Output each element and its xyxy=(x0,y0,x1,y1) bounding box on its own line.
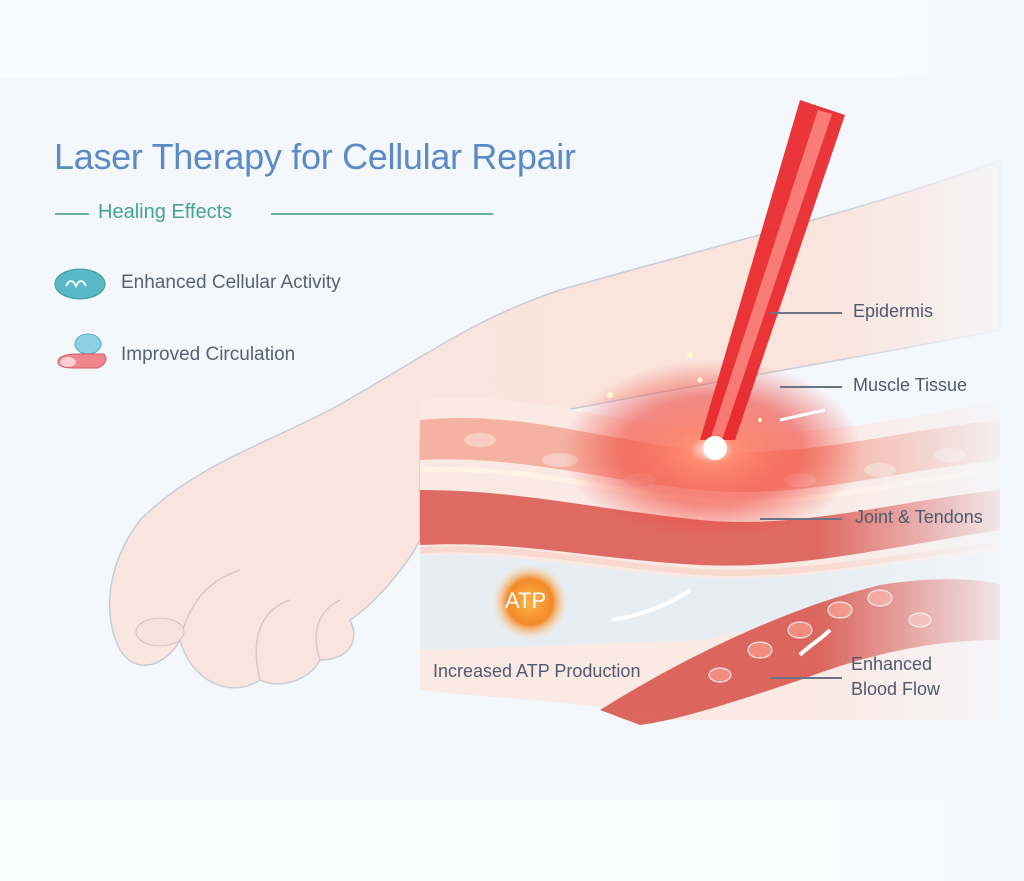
effect-item-cellular: Enhanced Cellular Activity xyxy=(121,272,341,293)
label-blood-flow-line1: Enhanced xyxy=(851,654,933,674)
double-arrow-icon xyxy=(611,588,692,622)
section-heading: Healing Effects xyxy=(98,201,233,223)
flow-arrow-icon xyxy=(798,628,832,657)
atp-badge xyxy=(492,564,568,640)
atp-badge-text: ATP xyxy=(505,588,547,613)
label-atp-production: Increased ATP Production xyxy=(433,661,641,681)
label-blood-flow: Enhanced Blood Flow xyxy=(851,652,940,702)
leader-epidermis xyxy=(770,312,842,314)
label-blood-flow-line2: Blood Flow xyxy=(851,679,941,699)
label-epidermis: Epidermis xyxy=(853,301,934,321)
blood-vessel-icon xyxy=(57,333,107,369)
arrow-icon xyxy=(779,408,826,422)
page-title: Laser Therapy for Cellular Repair xyxy=(54,136,576,177)
effect-item-circulation: Improved Circulation xyxy=(121,344,296,365)
heading-rule-right xyxy=(271,213,493,215)
leader-muscle xyxy=(780,386,842,388)
heading-rule-left xyxy=(55,213,89,215)
label-joint-tendons: Joint & Tendons xyxy=(855,507,983,527)
leader-blood-flow xyxy=(770,677,842,679)
label-muscle-tissue: Muscle Tissue xyxy=(853,375,968,395)
leader-joint xyxy=(760,518,842,520)
sparkle-icons xyxy=(578,352,762,422)
cell-icon xyxy=(54,268,106,300)
